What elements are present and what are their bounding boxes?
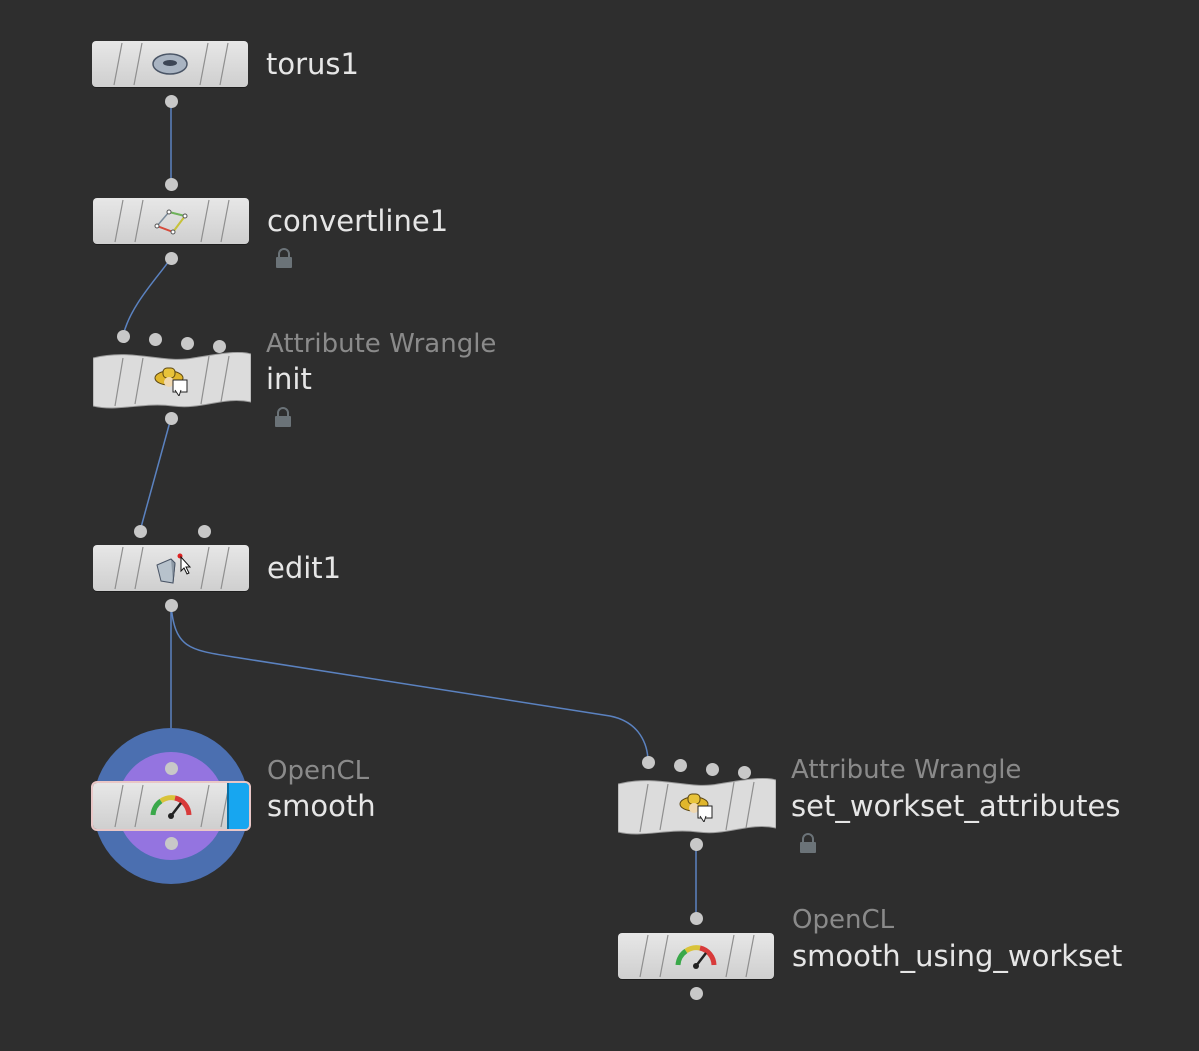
node-name[interactable]: smooth_using_workset xyxy=(792,939,1123,973)
gauge-icon xyxy=(675,945,717,969)
wire-edit1-to-set-workset xyxy=(170,604,649,763)
input-connector[interactable] xyxy=(690,912,703,925)
node-type: OpenCL xyxy=(267,756,370,786)
input-connector[interactable] xyxy=(134,525,147,538)
node-body[interactable] xyxy=(618,778,776,835)
wire-convertline1-to-init xyxy=(122,257,172,337)
output-connector[interactable] xyxy=(165,412,178,425)
node-body[interactable] xyxy=(91,781,251,831)
node-stripes xyxy=(639,934,755,978)
node-type: Attribute Wrangle xyxy=(266,329,497,359)
node-name[interactable]: smooth xyxy=(267,789,376,823)
input-connector[interactable] xyxy=(117,330,130,343)
wire-init-to-edit1 xyxy=(139,417,172,532)
torus-icon xyxy=(152,53,188,75)
input-connector[interactable] xyxy=(706,763,719,776)
output-connector[interactable] xyxy=(165,837,178,850)
output-connector[interactable] xyxy=(165,599,178,612)
node-body[interactable] xyxy=(93,545,249,591)
node-name[interactable]: set_workset_attributes xyxy=(791,789,1121,823)
lock-icon[interactable] xyxy=(797,832,819,854)
output-connector[interactable] xyxy=(690,987,703,1000)
display-flag[interactable] xyxy=(227,783,249,829)
node-body[interactable] xyxy=(93,352,251,409)
node-name[interactable]: edit1 xyxy=(267,551,342,585)
wrangle-icon xyxy=(154,367,188,396)
input-connector[interactable] xyxy=(198,525,211,538)
node-type: OpenCL xyxy=(792,905,895,935)
node-type: Attribute Wrangle xyxy=(791,755,1022,785)
input-connector[interactable] xyxy=(674,759,687,772)
node-name[interactable]: convertline1 xyxy=(267,204,449,238)
output-connector[interactable] xyxy=(165,95,178,108)
wrangle-icon xyxy=(679,793,713,822)
input-connector[interactable] xyxy=(213,340,226,353)
input-connector[interactable] xyxy=(165,178,178,191)
node-body[interactable] xyxy=(92,41,248,87)
input-connector[interactable] xyxy=(738,766,751,779)
node-stripes xyxy=(114,199,230,243)
node-name[interactable]: torus1 xyxy=(266,47,359,81)
input-connector[interactable] xyxy=(149,333,162,346)
lock-icon[interactable] xyxy=(273,247,295,269)
lock-icon[interactable] xyxy=(272,406,294,428)
input-connector[interactable] xyxy=(181,337,194,350)
output-connector[interactable] xyxy=(165,252,178,265)
node-name[interactable]: init xyxy=(266,362,312,396)
convertline-icon xyxy=(154,209,188,235)
node-stripes xyxy=(114,546,230,590)
output-connector[interactable] xyxy=(690,838,703,851)
edit-icon xyxy=(156,553,192,584)
input-connector[interactable] xyxy=(642,756,655,769)
input-connector[interactable] xyxy=(165,762,178,775)
node-body[interactable] xyxy=(618,933,774,979)
node-body[interactable] xyxy=(93,198,249,244)
node-stripes xyxy=(113,42,229,86)
gauge-icon xyxy=(150,795,192,819)
